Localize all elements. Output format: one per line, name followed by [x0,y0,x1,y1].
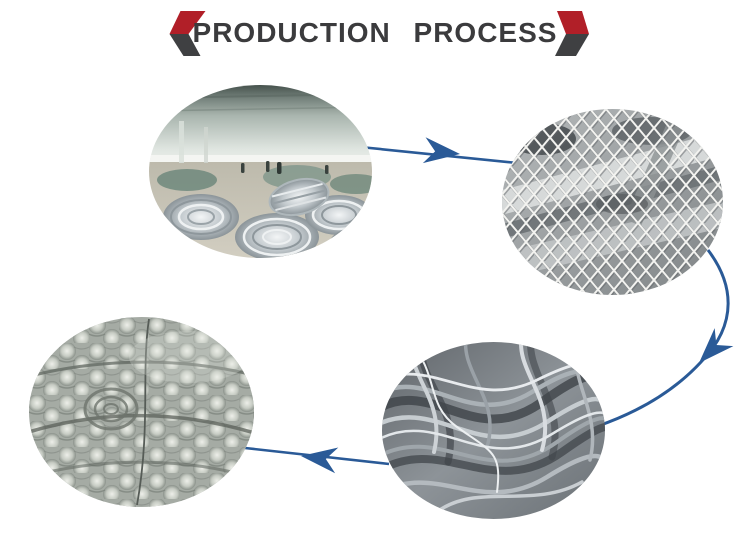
chevron-left-icon [169,11,206,56]
chevron-right-icon [555,11,589,56]
chevron-left-dark-arm [169,34,201,56]
process-step-photo-4 [29,317,254,507]
chevron-right-red-arm [557,11,589,34]
chevron-right-dark-arm [555,34,589,56]
woven-wire-illustration [382,342,605,519]
arrowhead-top [422,137,460,164]
process-step-photo-3 [382,342,605,519]
arrowhead-bottom [301,447,339,474]
arrowhead-right [699,328,734,363]
process-step-photo-2 [502,109,723,295]
mesh-rolls-illustration [29,317,254,507]
warehouse-coils-illustration [149,85,372,258]
chevron-left-red-arm [169,11,206,34]
page-title: PRODUCTION PROCESS [192,17,558,48]
chain-link-machine-illustration [502,109,723,295]
process-step-photo-1 [149,85,372,258]
